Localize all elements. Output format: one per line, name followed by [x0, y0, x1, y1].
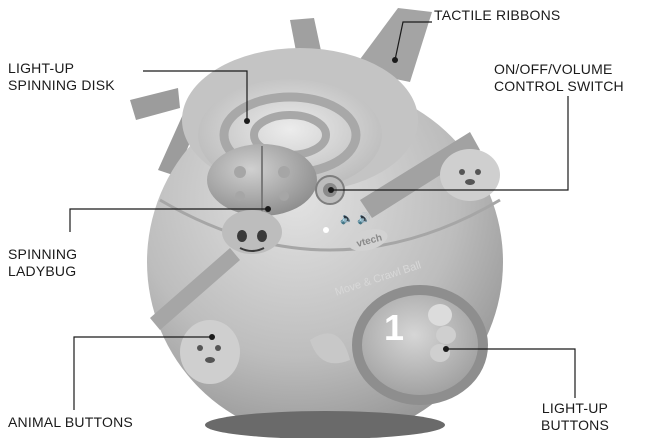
caterpillar-head	[428, 304, 452, 326]
label-on-off-volume-switch: ON/OFF/VOLUME CONTROL SWITCH	[494, 61, 624, 95]
label-spinning-ladybug: SPINNING LADYBUG	[8, 246, 77, 280]
number-button[interactable]: 1	[384, 307, 404, 348]
ball-base-shadow	[205, 411, 445, 438]
animal-buttons[interactable]	[180, 320, 240, 384]
label-tactile-ribbons: TACTILE RIBBONS	[434, 7, 560, 24]
light-up-button-panel[interactable]: 1	[352, 285, 488, 405]
volume-icons: 🔈 🔊	[340, 211, 371, 225]
label-animal-buttons: ANIMAL BUTTONS	[8, 414, 133, 431]
label-light-up-buttons: LIGHT-UP BUTTONS	[525, 400, 625, 434]
label-light-up-spinning-disk: LIGHT-UP SPINNING DISK	[8, 60, 115, 94]
seal-figure	[440, 149, 500, 201]
